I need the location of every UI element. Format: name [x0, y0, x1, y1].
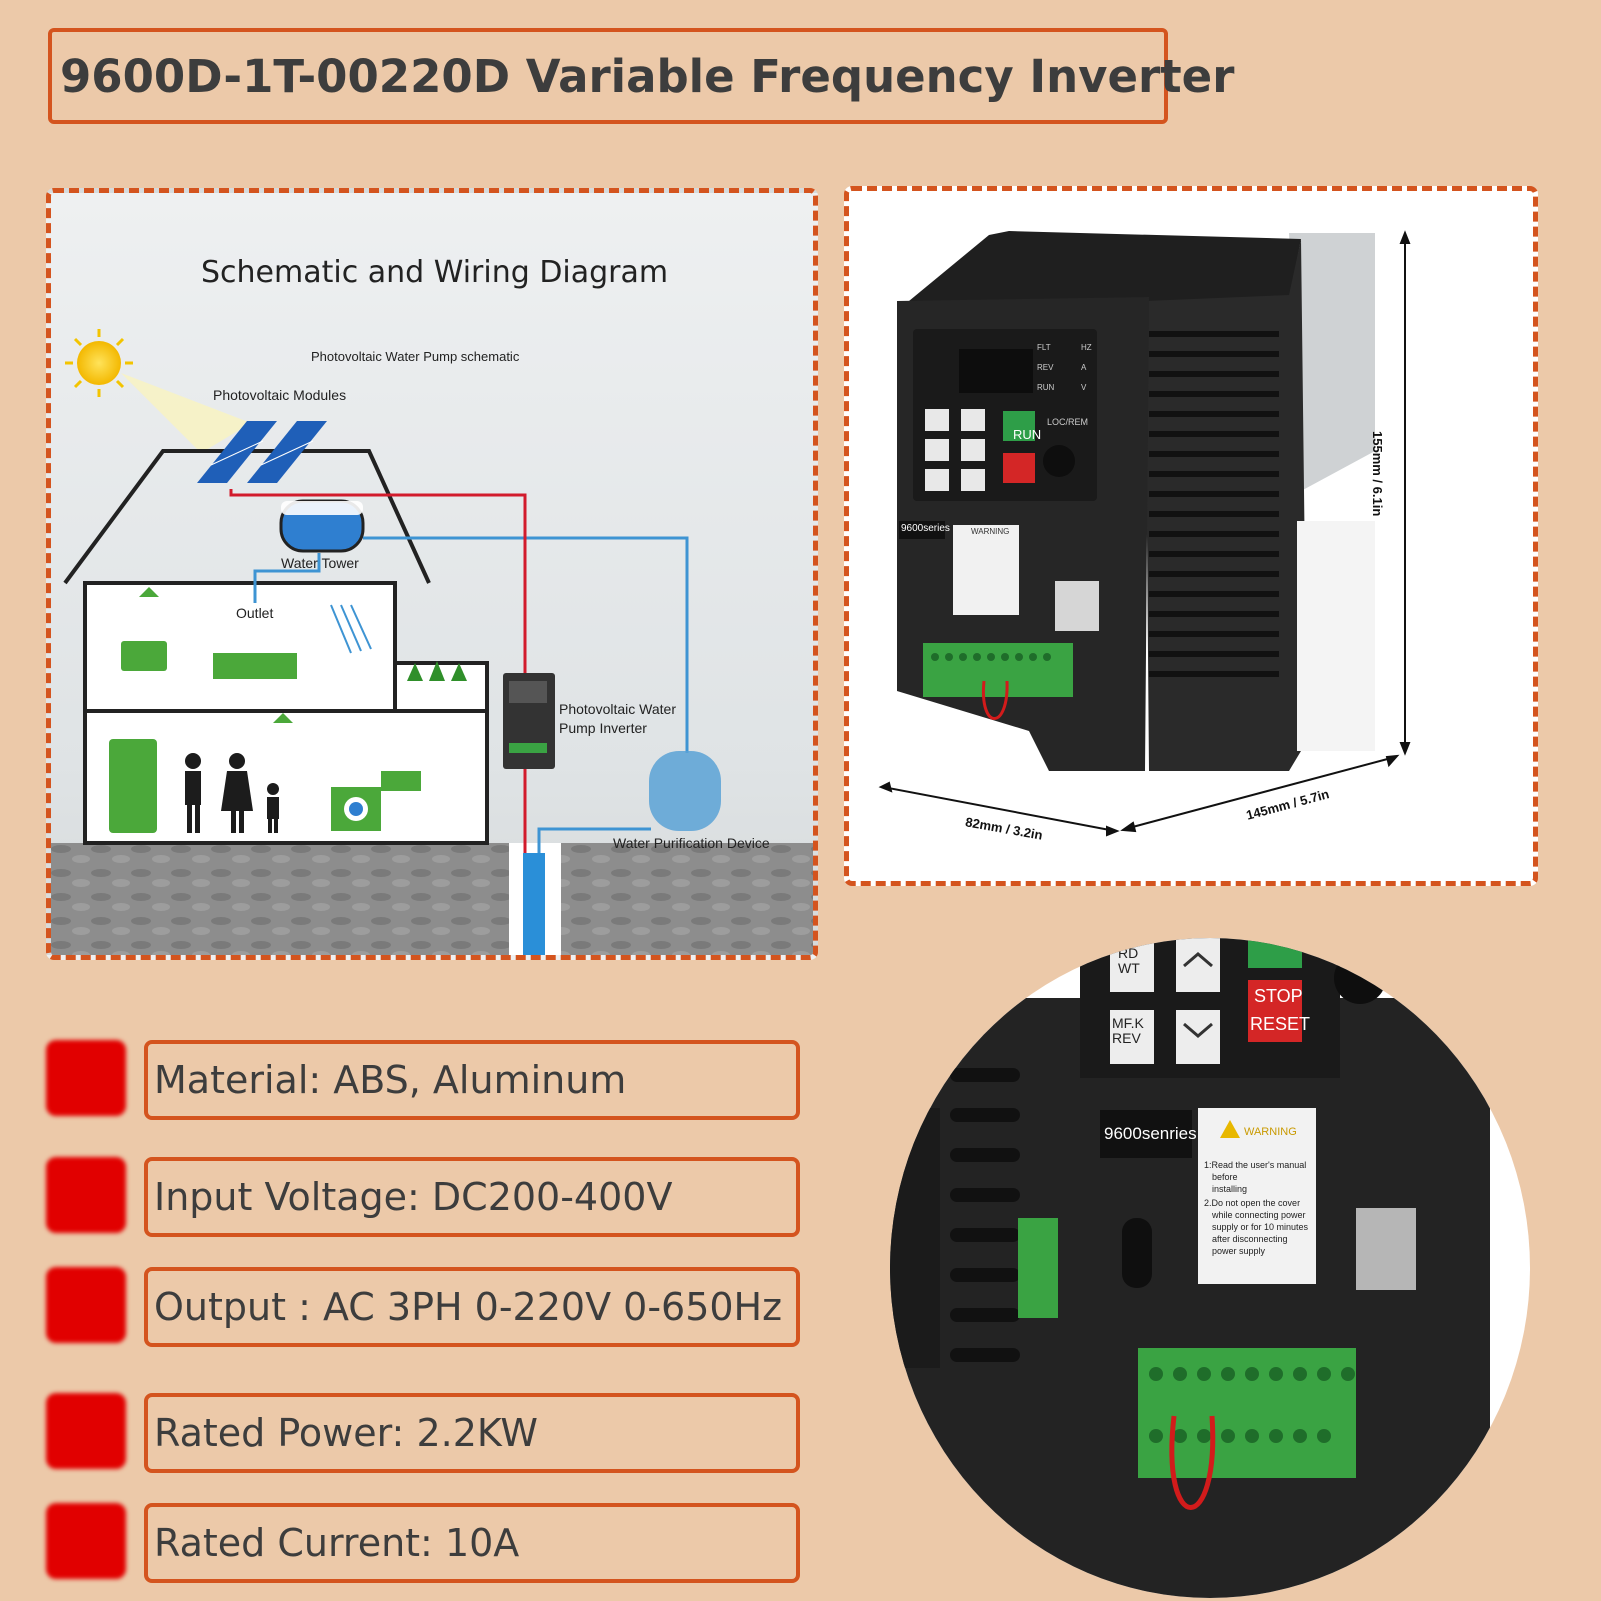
product-warning-label: WARNING	[971, 527, 1010, 536]
purification-label: Water Purification Device	[613, 835, 770, 851]
panel-series-label: 9600series	[901, 523, 950, 534]
closeup-series: 9600senries	[1104, 1124, 1197, 1143]
bullet-marker	[46, 1157, 126, 1233]
led-flt-label: FLT	[1037, 343, 1051, 352]
plant-icons	[407, 661, 467, 681]
spec-box: Output : AC 3PH 0-220V 0-650Hz	[144, 1267, 800, 1347]
bullet-marker	[46, 1040, 126, 1116]
water-tower-icon	[279, 499, 365, 553]
led-rev-label: REV	[1037, 363, 1054, 372]
solar-panel-icon	[197, 421, 327, 483]
spec-text: Rated Power: 2.2KW	[154, 1411, 539, 1455]
sun-icon	[65, 329, 133, 397]
closeup-warning-line: installing	[1212, 1184, 1248, 1194]
diagram-heading: Schematic and Wiring Diagram	[201, 255, 669, 290]
closeup-panel: RD WT MF.K REV STOP RESET 9600senries WA…	[890, 938, 1530, 1598]
closeup-warning-line: supply or for 10 minutes	[1212, 1222, 1309, 1232]
closeup-warning-title: WARNING	[1244, 1126, 1297, 1138]
shower-icon	[330, 604, 372, 654]
loc-rem-label: LOC/REM	[1047, 417, 1089, 427]
inverter-label-line2: Pump Inverter	[559, 720, 647, 736]
spec-text: Input Voltage: DC200-400V	[154, 1175, 673, 1219]
closeup-warning-line: power supply	[1212, 1246, 1266, 1256]
diagram-illustration	[51, 329, 813, 955]
spec-text: Material: ABS, Aluminum	[154, 1058, 627, 1102]
family-icon	[185, 753, 279, 833]
closeup-key-rd: RD WT	[1118, 945, 1140, 976]
bullet-marker	[46, 1267, 126, 1343]
led-v-label: V	[1081, 383, 1087, 392]
page-title: 9600D-1T-00220D Variable Frequency Inver…	[60, 49, 1235, 103]
closeup-warning-line: before	[1212, 1172, 1238, 1182]
bullet-marker	[46, 1503, 126, 1579]
diagram-subheading: Photovoltaic Water Pump schematic	[311, 349, 520, 364]
closeup-warning-line: 1:Read the user's manual	[1204, 1160, 1307, 1170]
title-banner: 9600D-1T-00220D Variable Frequency Inver…	[48, 28, 1234, 124]
outlet-label: Outlet	[236, 605, 274, 621]
run-key-label: RUN	[1013, 427, 1042, 442]
wiring-diagram-panel: Schematic and Wiring Diagram	[46, 188, 818, 960]
spec-text: Rated Current: 10A	[154, 1521, 520, 1565]
closeup-warning-line: while connecting power	[1212, 1210, 1306, 1220]
led-hz-label: HZ	[1081, 343, 1092, 352]
closeup-key-reset: RESET	[1250, 1014, 1311, 1034]
spec-box: Rated Power: 2.2KW	[144, 1393, 800, 1473]
closeup-product-image	[890, 938, 1490, 1598]
height-dimension: 155mm / 6.1in	[1370, 431, 1385, 517]
closeup-key-mfk: MF.K REV	[1112, 1015, 1144, 1046]
spec-box: Material: ABS, Aluminum	[144, 1040, 800, 1120]
purification-tank-icon	[649, 751, 721, 831]
inverter-product-image	[878, 230, 1411, 837]
led-a-label: A	[1081, 363, 1087, 372]
modules-label: Photovoltaic Modules	[213, 387, 347, 403]
spec-text: Output : AC 3PH 0-220V 0-650Hz	[154, 1285, 783, 1329]
closeup-warning-line: 2.Do not open the cover	[1204, 1198, 1301, 1208]
tower-label: Water Tower	[281, 555, 359, 571]
spec-box: Input Voltage: DC200-400V	[144, 1157, 800, 1237]
closeup-key-stop: STOP	[1254, 986, 1303, 1006]
led-run-label: RUN	[1037, 383, 1055, 392]
inverter-mini-icon	[503, 673, 555, 769]
inverter-label-line1: Photovoltaic Water	[559, 701, 676, 717]
closeup-warning-line: after disconnecting	[1212, 1234, 1288, 1244]
product-dimensions-panel: 155mm / 6.1in 82mm / 3.2in 145mm / 5.7in…	[844, 186, 1538, 886]
bullet-marker	[46, 1393, 126, 1469]
spec-box: Rated Current: 10A	[144, 1503, 800, 1583]
